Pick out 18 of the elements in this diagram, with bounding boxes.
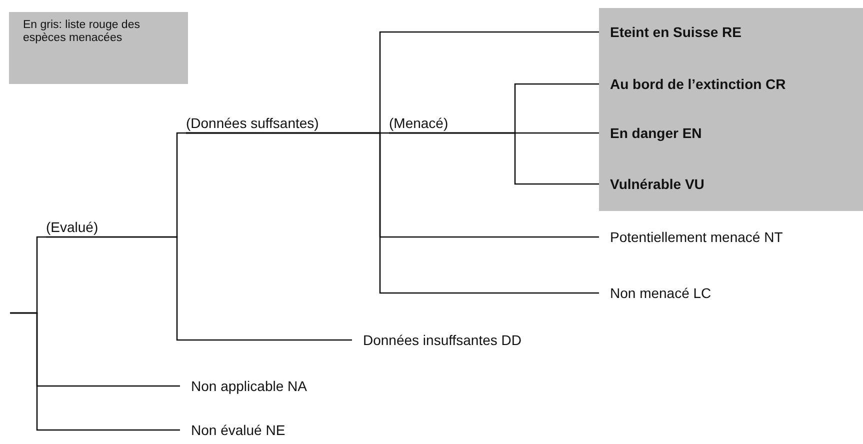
category-label: En danger EN — [599, 122, 702, 144]
branch-label: (Données suffsantes) — [186, 114, 319, 132]
category-label: Données insuffsantes DD — [352, 329, 522, 351]
category-label: Non évalué NE — [180, 419, 286, 441]
category-label: Eteint en Suisse RE — [599, 21, 742, 43]
tree-branch-line — [46, 236, 352, 341]
category-label: Vulnérable VU — [599, 173, 704, 195]
tree-branch-line — [10, 312, 180, 431]
branch-label: (Menacé) — [389, 114, 448, 132]
branch-label: (Evalué) — [46, 218, 98, 236]
tree-branch-line — [186, 132, 599, 294]
legend-text: En gris: liste rouge des espèces menacées — [23, 19, 141, 45]
category-label: Non applicable NA — [180, 375, 307, 397]
category-label: Non menacé LC — [599, 282, 712, 304]
category-label: Au bord de l’extinction CR — [599, 73, 786, 95]
highlight-band — [599, 8, 863, 211]
tree-branch-line — [389, 132, 599, 185]
category-label: Potentiellement menacé NT — [599, 226, 783, 248]
